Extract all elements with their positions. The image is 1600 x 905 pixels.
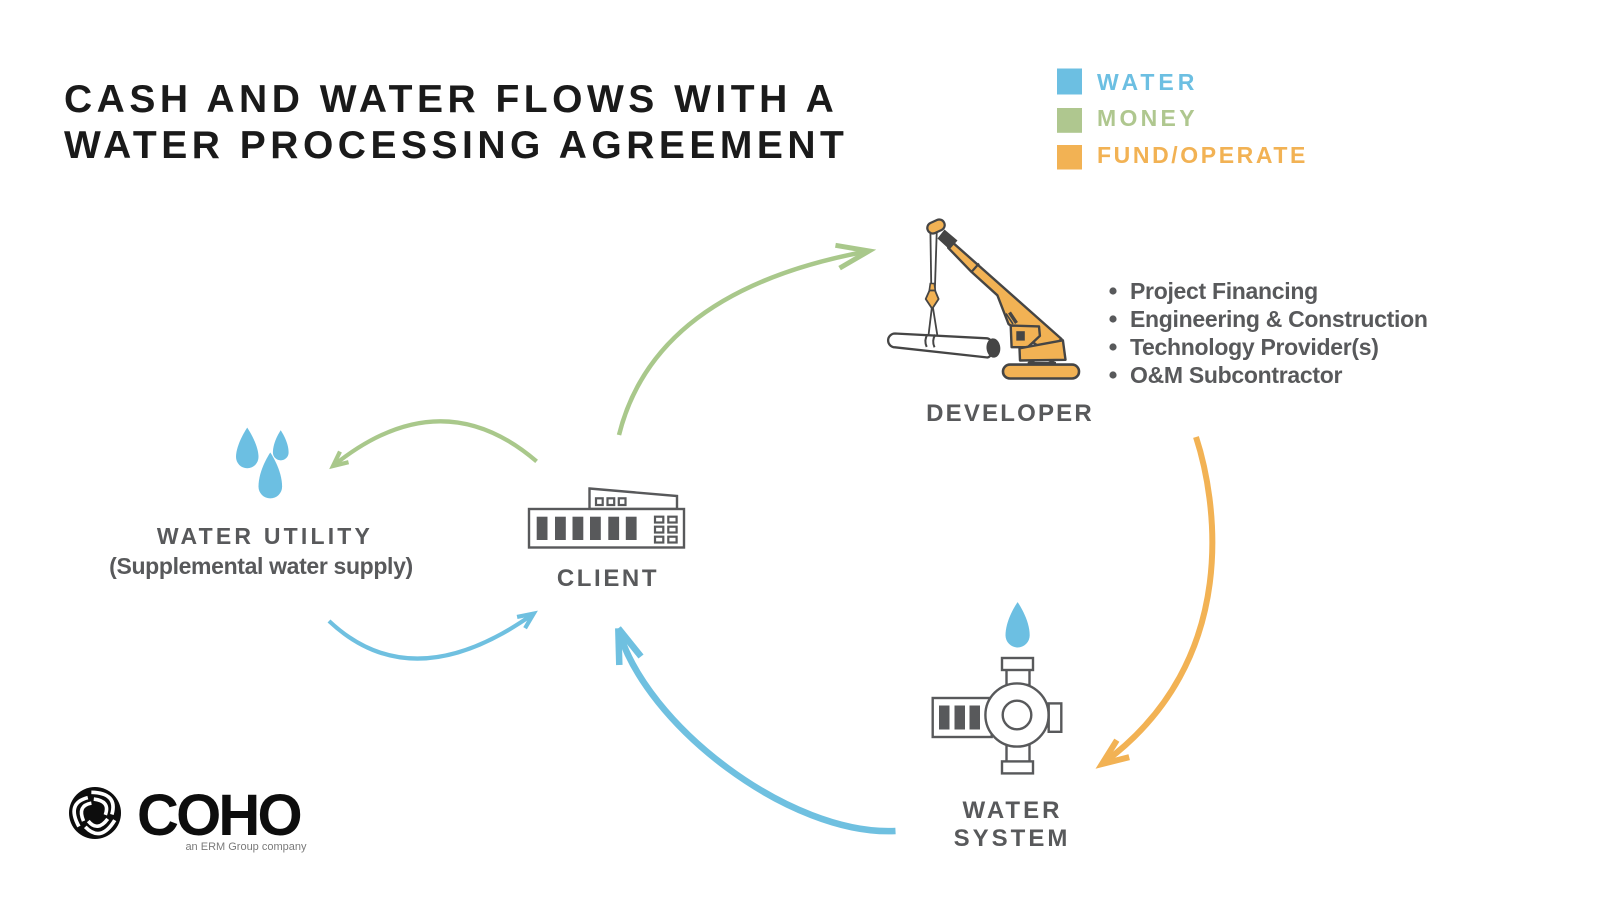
svg-text:CLIENT: CLIENT <box>557 565 659 592</box>
svg-text:MONEY: MONEY <box>1097 105 1198 131</box>
svg-text:Project Financing: Project Financing <box>1130 278 1318 304</box>
svg-text:an ERM Group company: an ERM Group company <box>185 841 307 853</box>
svg-text:O&M Subcontractor: O&M Subcontractor <box>1130 362 1342 388</box>
svg-text:WATER: WATER <box>963 797 1063 824</box>
svg-text:FUND/OPERATE: FUND/OPERATE <box>1097 142 1308 168</box>
svg-text:Engineering & Construction: Engineering & Construction <box>1130 306 1428 332</box>
svg-text:COHO: COHO <box>137 783 300 848</box>
svg-text:SYSTEM: SYSTEM <box>954 825 1071 852</box>
svg-text:WATER PROCESSING AGREEMENT: WATER PROCESSING AGREEMENT <box>64 124 848 167</box>
svg-text:Technology Provider(s): Technology Provider(s) <box>1130 334 1379 360</box>
svg-text:WATER UTILITY: WATER UTILITY <box>157 523 373 549</box>
svg-text:CASH AND WATER FLOWS WITH A: CASH AND WATER FLOWS WITH A <box>64 78 838 121</box>
svg-text:DEVELOPER: DEVELOPER <box>926 400 1094 427</box>
svg-text:WATER: WATER <box>1097 69 1198 95</box>
svg-text:(Supplemental water supply): (Supplemental water supply) <box>109 553 413 579</box>
